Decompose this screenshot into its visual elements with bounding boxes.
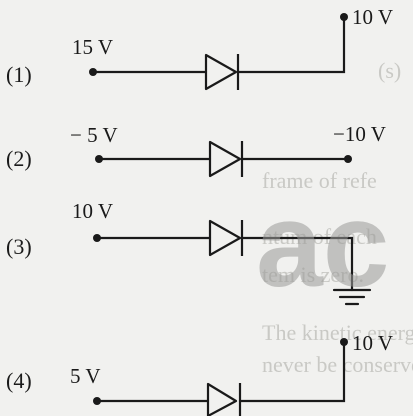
option-2-left-voltage: − 5 V — [70, 123, 118, 147]
option-1-left-voltage: 15 V — [72, 35, 113, 59]
option-2: (2) − 5 V −10 V — [6, 122, 386, 178]
background-bleed-text: (s) frame of refe ntum of each tem is ze… — [262, 58, 413, 377]
option-4-right-terminal — [340, 338, 348, 346]
option-2-number: (2) — [6, 146, 32, 171]
svg-text:frame of refe: frame of refe — [262, 168, 377, 193]
option-2-right-terminal — [344, 155, 352, 163]
watermark-logo: ac — [256, 178, 389, 312]
option-3: (3) 10 V — [6, 199, 372, 306]
svg-text:tem is zero.: tem is zero. — [262, 262, 364, 287]
option-3-left-voltage: 10 V — [72, 199, 113, 223]
option-3-diode-icon — [208, 219, 244, 257]
option-3-number: (3) — [6, 234, 32, 259]
option-3-wire-right — [240, 236, 354, 292]
option-1-right-voltage: 10 V — [352, 5, 393, 29]
option-1-number: (1) — [6, 62, 32, 87]
svg-text:The kinetic energy of: The kinetic energy of — [262, 320, 413, 345]
option-1-diode-icon — [204, 53, 240, 91]
option-4-wire-right — [238, 340, 346, 403]
option-4-number: (4) — [6, 368, 32, 393]
option-4-left-voltage: 5 V — [70, 364, 101, 388]
option-2-right-voltage: −10 V — [333, 122, 386, 146]
option-4: (4) 5 V 10 V — [6, 331, 393, 416]
svg-text:(s): (s) — [378, 58, 401, 83]
option-1-right-terminal — [340, 13, 348, 21]
option-3-ground-icon — [332, 288, 372, 306]
svg-text:never be conserved: never be conserved — [262, 352, 413, 377]
svg-text:ntum of each: ntum of each — [262, 224, 377, 249]
option-1: (1) 15 V 10 V — [6, 5, 393, 91]
option-2-diode-icon — [208, 140, 244, 178]
option-4-right-voltage: 10 V — [352, 331, 393, 355]
option-4-diode-icon — [206, 382, 242, 416]
option-1-wire-right — [236, 15, 346, 74]
